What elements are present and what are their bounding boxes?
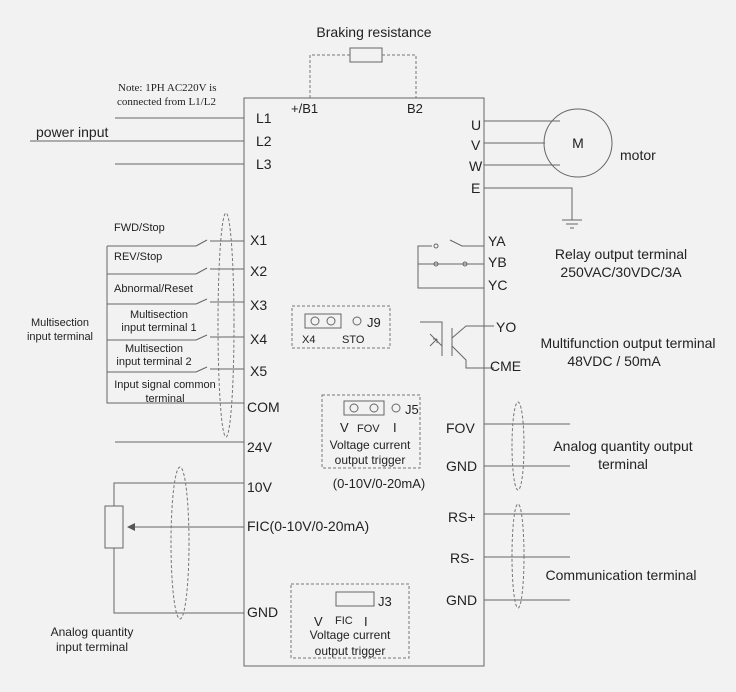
terminal-x2: X2 bbox=[250, 263, 267, 279]
terminal-gnd-ai: GND bbox=[247, 604, 278, 620]
j5-pin-fov: FOV bbox=[357, 423, 380, 435]
j3-caption-1: Voltage current bbox=[310, 628, 391, 642]
terminal-x1: X1 bbox=[250, 232, 267, 248]
analog-in-label-1: Analog quantity bbox=[51, 625, 134, 639]
potentiometer bbox=[104, 466, 244, 620]
motor-symbol bbox=[543, 108, 613, 178]
terminal-yo: YO bbox=[496, 319, 516, 335]
terminal-b1: +/B1 bbox=[291, 101, 318, 116]
power-input-label: power input bbox=[36, 124, 108, 140]
terminal-l3: L3 bbox=[256, 156, 272, 172]
j3-box bbox=[290, 583, 410, 659]
note-line-1: Note: 1PH AC220V is bbox=[118, 82, 217, 94]
terminal-ya: YA bbox=[488, 233, 506, 249]
common-line-2: terminal bbox=[145, 393, 184, 405]
terminal-yc: YC bbox=[488, 277, 507, 293]
braking-resistor bbox=[349, 47, 383, 63]
terminal-u: U bbox=[471, 117, 481, 133]
relay-circuit bbox=[417, 239, 484, 289]
multi2-line-1: Multisection bbox=[125, 343, 183, 355]
braking-wire bbox=[309, 54, 417, 98]
j5-range: (0-10V/0-20mA) bbox=[333, 476, 425, 491]
terminal-rs-minus: RS- bbox=[450, 550, 474, 566]
multifunction-label-1: Multifunction output terminal bbox=[540, 335, 715, 351]
j9-pin-sto: STO bbox=[342, 334, 365, 346]
terminal-gnd-ao: GND bbox=[446, 458, 477, 474]
multi1-line-1: Multisection bbox=[130, 309, 188, 321]
terminal-rs-plus: RS+ bbox=[448, 509, 476, 525]
multi2-line-2: input terminal 2 bbox=[116, 356, 191, 368]
j3-pin-fic: FIC bbox=[335, 615, 353, 627]
ground-wire bbox=[484, 187, 573, 220]
j5-caption-2: output trigger bbox=[335, 453, 406, 467]
terminal-x3: X3 bbox=[250, 297, 267, 313]
j5-caption-1: Voltage current bbox=[330, 438, 411, 452]
j9-pin-x4: X4 bbox=[302, 334, 315, 346]
multi1-line-2: input terminal 1 bbox=[121, 322, 196, 334]
multisection-group-2: input terminal bbox=[27, 331, 93, 343]
terminal-x5: X5 bbox=[250, 363, 267, 379]
terminal-10v: 10V bbox=[247, 479, 273, 495]
j3-caption-2: output trigger bbox=[315, 644, 386, 658]
abnormal-reset-label: Abnormal/Reset bbox=[114, 283, 193, 295]
terminal-com: COM bbox=[247, 399, 280, 415]
motor-label: motor bbox=[620, 147, 656, 163]
braking-title: Braking resistance bbox=[316, 24, 431, 40]
terminal-cme: CME bbox=[490, 358, 521, 374]
j3-pin-v: V bbox=[314, 614, 323, 629]
terminal-yb: YB bbox=[488, 254, 507, 270]
j3-label: J3 bbox=[378, 594, 392, 609]
analog-out-label-2: terminal bbox=[598, 456, 648, 472]
motor-m: M bbox=[572, 135, 584, 151]
terminal-24v: 24V bbox=[247, 439, 273, 455]
terminal-l1: L1 bbox=[256, 110, 272, 126]
terminal-w: W bbox=[469, 158, 483, 174]
relay-label-2: 250VAC/30VDC/3A bbox=[560, 264, 682, 280]
input-terminal-group bbox=[106, 212, 244, 438]
terminal-b2: B2 bbox=[407, 101, 423, 116]
j5-pin-v: V bbox=[340, 420, 349, 435]
terminal-fic: FIC(0-10V/0-20mA) bbox=[247, 518, 369, 534]
common-line-1: Input signal common bbox=[114, 379, 216, 391]
relay-label-1: Relay output terminal bbox=[555, 246, 687, 262]
j3-pin-i: I bbox=[364, 614, 368, 629]
analog-out-label-1: Analog quantity output bbox=[553, 438, 692, 454]
terminal-x4: X4 bbox=[250, 331, 267, 347]
j5-label: J5 bbox=[405, 402, 419, 417]
inverter-body bbox=[243, 97, 485, 667]
j5-box bbox=[321, 394, 421, 469]
terminal-fov: FOV bbox=[446, 420, 475, 436]
comm-label: Communication terminal bbox=[546, 567, 697, 583]
multisection-group-1: Multisection bbox=[31, 317, 89, 329]
terminal-e: E bbox=[471, 180, 480, 196]
fwd-stop-label: FWD/Stop bbox=[114, 222, 165, 234]
terminal-v: V bbox=[471, 137, 481, 153]
multifunction-label-2: 48VDC / 50mA bbox=[567, 353, 661, 369]
terminal-l2: L2 bbox=[256, 133, 272, 149]
note-line-2: connected from L1/L2 bbox=[117, 96, 216, 108]
j9-label: J9 bbox=[367, 315, 381, 330]
analog-in-label-2: input terminal bbox=[56, 640, 128, 654]
terminal-gnd-comm: GND bbox=[446, 592, 477, 608]
rev-stop-label: REV/Stop bbox=[114, 251, 162, 263]
optocoupler bbox=[420, 321, 494, 369]
j5-pin-i: I bbox=[393, 420, 397, 435]
